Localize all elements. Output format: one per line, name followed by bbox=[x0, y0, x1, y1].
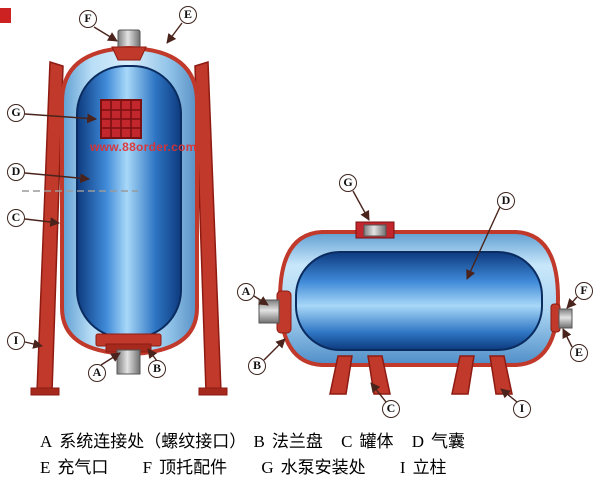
corner-red-mark bbox=[0, 8, 11, 23]
legend-item-G: G 水泵安装处 bbox=[261, 455, 365, 481]
legend-label: 法兰盘 bbox=[271, 432, 323, 451]
callout-right-E: E bbox=[570, 344, 588, 362]
legend-label: 立柱 bbox=[412, 458, 447, 477]
callout-left-B: B bbox=[148, 360, 166, 378]
bladder bbox=[295, 251, 543, 351]
legend-key: I bbox=[399, 458, 406, 477]
legend-key: C bbox=[341, 432, 353, 451]
legend-item-C: C 罐体 bbox=[341, 429, 393, 455]
callout-right-I: I bbox=[513, 400, 531, 418]
legend-label: 顶托配件 bbox=[159, 458, 228, 477]
legend-item-I: I 立柱 bbox=[400, 455, 447, 481]
vertical-tank bbox=[22, 29, 228, 396]
legend-item-E: E 充气口 bbox=[40, 455, 108, 481]
legend-label: 充气口 bbox=[57, 458, 109, 477]
threaded-connection bbox=[258, 299, 280, 324]
legend-label: 罐体 bbox=[359, 432, 394, 451]
legend-line-1: A 系统连接处（螺纹接口） B 法兰盘 C 罐体 D 气囊 bbox=[40, 429, 595, 455]
legend-item-A: A 系统连接处（螺纹接口） bbox=[40, 429, 246, 455]
air-valve bbox=[558, 308, 573, 329]
callout-left-I: I bbox=[7, 332, 25, 350]
legend-key: E bbox=[40, 458, 51, 477]
callout-right-D: D bbox=[497, 192, 515, 210]
callout-left-D: D bbox=[7, 163, 25, 181]
legend-item-B: B 法兰盘 bbox=[254, 429, 323, 455]
callout-right-G: G bbox=[339, 174, 357, 192]
callout-left-G: G bbox=[7, 104, 25, 122]
callout-right-B: B bbox=[248, 357, 266, 375]
pump-mount-plate bbox=[100, 99, 142, 139]
callout-right-A: A bbox=[237, 283, 255, 301]
legend-key: B bbox=[253, 432, 265, 451]
legend: A 系统连接处（螺纹接口） B 法兰盘 C 罐体 D 气囊 E 充气口 F 顶托配件 G 水泵… bbox=[40, 429, 595, 481]
legend-label: 水泵安装处 bbox=[280, 458, 366, 477]
legend-key: F bbox=[142, 458, 153, 477]
legend-item-F: F 顶托配件 bbox=[143, 455, 227, 481]
leader-lines bbox=[24, 22, 578, 403]
watermark: www.88order.com bbox=[90, 140, 197, 154]
pump-mount-fitting bbox=[355, 221, 395, 239]
callout-left-E: E bbox=[179, 6, 197, 24]
horizontal-tank bbox=[258, 221, 573, 395]
callout-left-A: A bbox=[88, 364, 106, 382]
legend-item-D: D 气囊 bbox=[412, 429, 465, 455]
legend-line-2: E 充气口 F 顶托配件 G 水泵安装处 I 立柱 bbox=[40, 455, 595, 481]
callout-right-F: F bbox=[575, 282, 593, 300]
callout-left-F: F bbox=[79, 10, 97, 28]
threaded-connection bbox=[116, 349, 141, 375]
legend-key: A bbox=[40, 432, 53, 451]
legend-label: 系统连接处（螺纹接口） bbox=[59, 432, 247, 451]
legend-label: 气囊 bbox=[431, 432, 465, 451]
legend-key: D bbox=[411, 432, 424, 451]
legend-key: G bbox=[261, 458, 274, 477]
callout-right-C: C bbox=[382, 400, 400, 418]
callout-left-C: C bbox=[7, 209, 25, 227]
